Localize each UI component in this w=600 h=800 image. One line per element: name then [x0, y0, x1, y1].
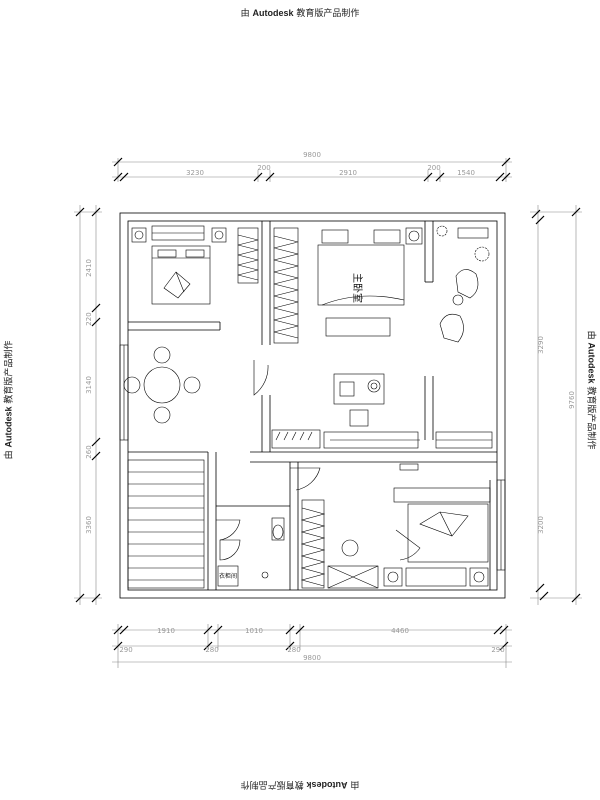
watermark-brand: Autodesk	[586, 342, 597, 384]
watermark-brand: Autodesk	[3, 406, 14, 448]
dim-right-2: 3200	[537, 516, 545, 534]
watermark-suffix: 教育版产品制作	[4, 340, 15, 404]
nightstand-left-2	[211, 227, 227, 243]
door-bath	[216, 519, 241, 541]
left-dimension-labels: 2410 220 3140 260 3360	[85, 259, 93, 534]
dim-bottom-wall-4: 290	[491, 646, 504, 654]
door-lower-right	[395, 529, 421, 561]
dim-bottom-wall-2: 280	[205, 646, 218, 654]
dim-bottom-3: 4460	[391, 627, 409, 635]
bottom-dimension-lines	[112, 624, 512, 668]
bed-lower-room	[407, 503, 489, 563]
top-dimension-lines	[112, 158, 512, 182]
dining-area	[123, 346, 201, 424]
watermark-brand: Autodesk	[306, 780, 348, 790]
watermark-right: 由 Autodesk 教育版产品制作	[586, 331, 599, 450]
dining-table	[143, 366, 181, 404]
bed-small-room	[151, 245, 211, 305]
watermark-prefix: 由	[585, 330, 596, 340]
top-dimension-ticks	[113, 157, 511, 182]
watermark-prefix: 由	[4, 450, 15, 460]
dim-bottom-1: 1910	[157, 627, 175, 635]
wardrobe-center	[273, 227, 299, 344]
right-dimension-labels: 3290 3200 9760	[537, 336, 576, 534]
dim-left-5: 3360	[85, 516, 93, 534]
right-dimension-ticks	[531, 207, 581, 603]
dim-top-3: 2910	[339, 169, 357, 177]
bed-master	[317, 244, 405, 306]
watermark-suffix: 教育版产品制作	[585, 386, 596, 450]
watermark-brand: Autodesk	[252, 8, 294, 18]
shower	[219, 539, 241, 561]
watermark-prefix: 由	[240, 9, 250, 19]
wardrobes	[237, 227, 326, 589]
small-bedroom	[131, 227, 227, 305]
bench-master	[325, 317, 391, 337]
toilet	[271, 517, 285, 541]
dim-top-5: 1540	[457, 169, 475, 177]
storage-unit	[217, 565, 239, 587]
closet-strip	[271, 429, 321, 449]
cabinet-lower-2	[405, 567, 467, 587]
master-bedroom-label: 主卧室	[351, 273, 364, 303]
left-dimension-lines	[74, 205, 102, 605]
side-table	[452, 294, 464, 306]
dim-right-1: 3290	[537, 336, 545, 354]
dim-left-2: 220	[85, 312, 93, 325]
staircase	[127, 459, 205, 589]
bottom-dimension-ticks	[113, 625, 509, 651]
round-stool	[341, 539, 359, 557]
sitting-corner	[436, 225, 490, 343]
wardrobe-left	[237, 227, 259, 284]
dim-top-2: 200	[257, 164, 270, 172]
bathroom	[217, 517, 285, 587]
watermark-prefix: 由	[350, 779, 360, 789]
bottom-dimension-labels: 1910 1010 4460 290 280 280 290 9800	[119, 627, 504, 662]
watermark-top: 由 Autodesk 教育版产品制作	[241, 6, 360, 19]
dim-bottom-wall-3: 280	[287, 646, 300, 654]
door-center	[253, 360, 269, 396]
walls	[119, 212, 506, 599]
doors	[216, 360, 421, 561]
armchair-2	[439, 313, 464, 343]
watermark-left: 由 Autodesk 教育版产品制作	[2, 341, 15, 460]
left-dimension-ticks	[75, 207, 101, 603]
dim-top-total: 9800	[303, 151, 321, 159]
dim-top-4: 200	[427, 164, 440, 172]
nightstand-lower-2	[469, 567, 489, 587]
right-dimension-lines	[530, 205, 582, 605]
door-lower-room	[290, 467, 321, 491]
dim-top-1: 3230	[186, 169, 204, 177]
dim-bottom-total: 9800	[303, 654, 321, 662]
watermark-suffix: 教育版产品制作	[240, 779, 304, 789]
dim-bottom-wall-1: 290	[119, 646, 132, 654]
dim-bottom-2: 1010	[245, 627, 263, 635]
plant-1	[436, 225, 448, 237]
windows	[119, 225, 506, 571]
master-bedroom	[317, 227, 493, 471]
dim-right-total: 9760	[568, 391, 576, 409]
watermark-suffix: 教育版产品制作	[296, 9, 360, 19]
chair-master	[349, 409, 369, 427]
dim-left-4: 260	[85, 445, 93, 458]
dim-left-3: 3140	[85, 376, 93, 394]
lower-bedroom	[327, 487, 491, 589]
cabinet-lower-1	[327, 565, 379, 589]
nightstand-lower-1	[383, 567, 403, 587]
watermark-bottom: 由 Autodesk 教育版产品制作	[241, 779, 360, 792]
armchair-1	[455, 269, 479, 299]
nightstand-master	[405, 227, 423, 245]
top-dimension-labels: 9800 3230 200 2910 200 1540	[186, 151, 475, 177]
nightstand-left-1	[131, 227, 147, 243]
plant-2	[474, 246, 490, 262]
dim-left-1: 2410	[85, 259, 93, 277]
desk-master	[333, 373, 385, 405]
storage-label: 衣柜间	[219, 572, 237, 580]
